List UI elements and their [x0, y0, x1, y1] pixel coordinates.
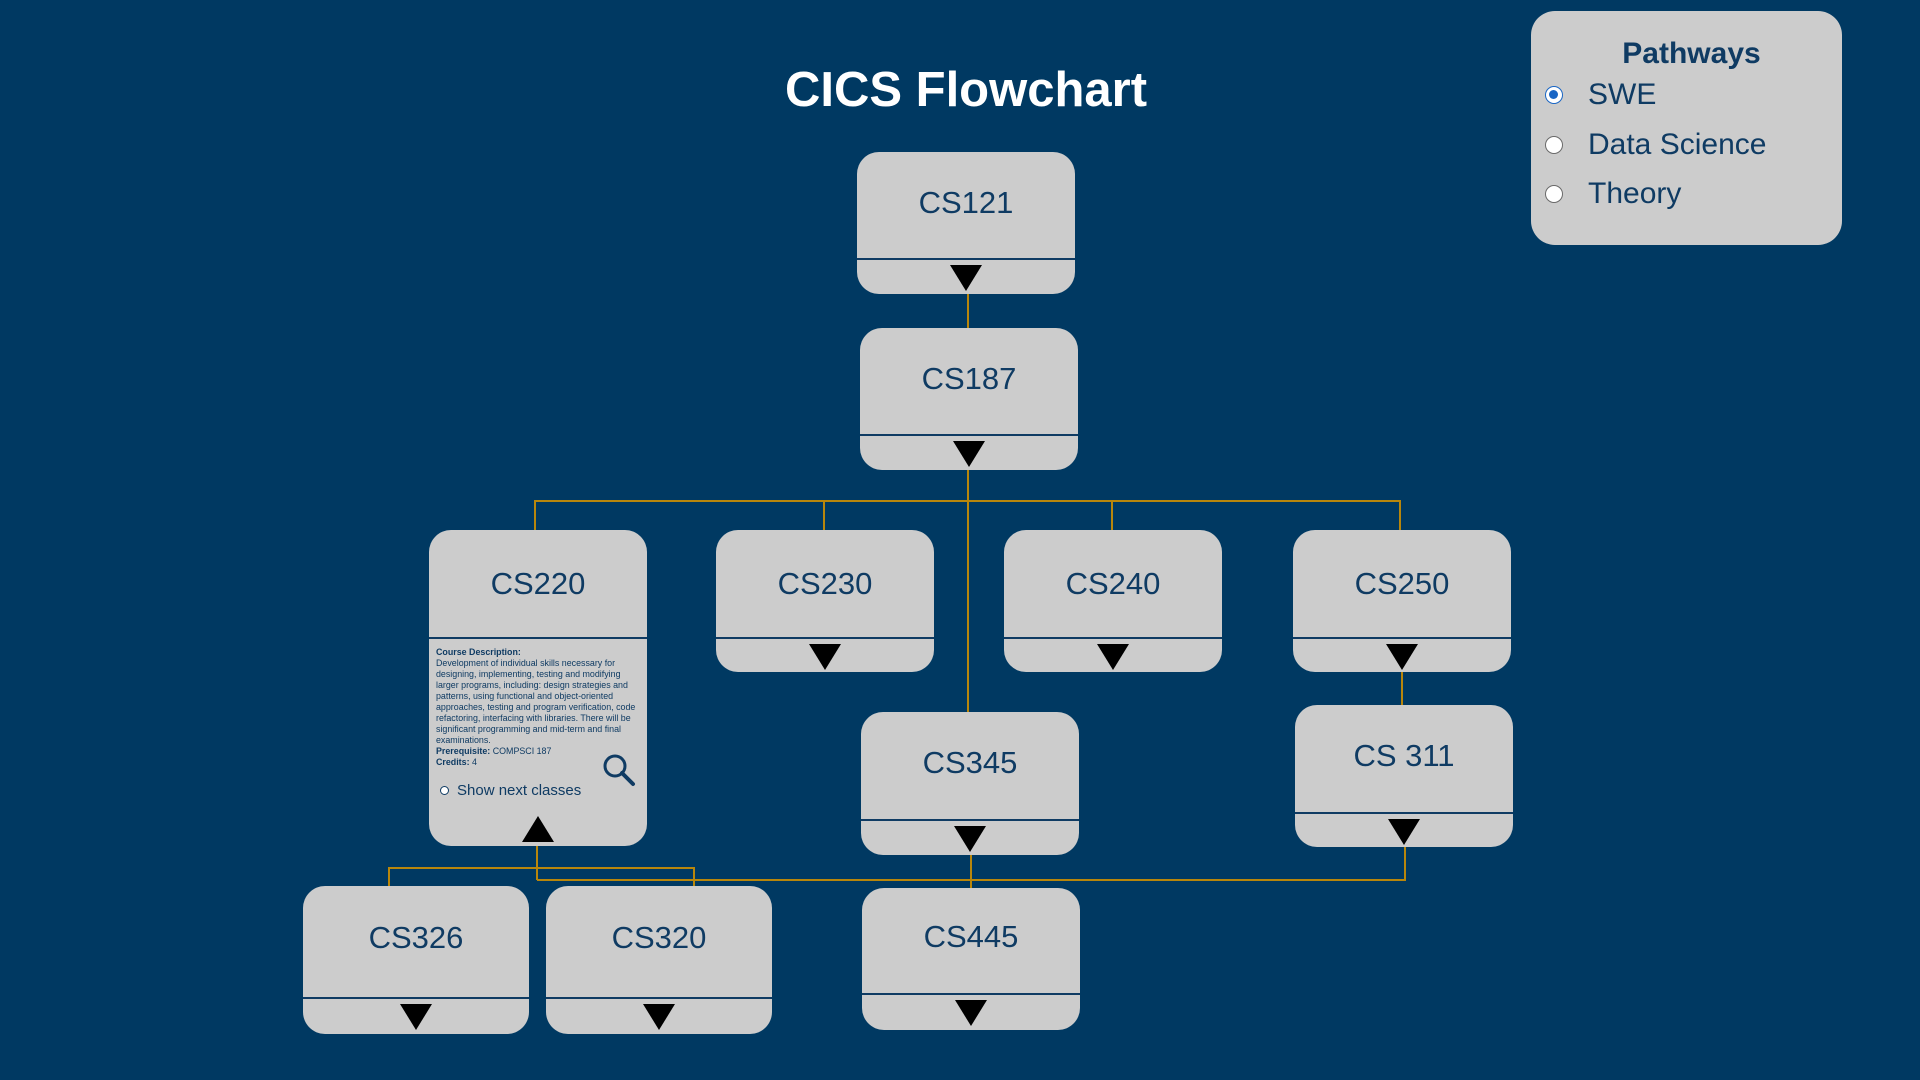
course-label: CS345: [922, 745, 1018, 780]
course-label: CS187: [921, 361, 1017, 396]
prerequisite-value: COMPSCI 187: [492, 746, 552, 756]
description-line: Development of individual skills necessa…: [436, 658, 616, 668]
description-line: approaches, testing and program verifica…: [436, 702, 636, 712]
course-card-cs121[interactable]: CS121: [857, 152, 1075, 294]
triangle-down-icon[interactable]: [954, 826, 986, 852]
course-card-cs187[interactable]: CS187: [860, 328, 1078, 470]
pathway-option-swe[interactable]: SWE: [1545, 78, 1656, 112]
description-line: examinations.: [436, 735, 491, 745]
description-line: larger programs, including: design strat…: [436, 680, 628, 690]
course-label: CS250: [1354, 566, 1450, 601]
card-divider: [303, 997, 529, 999]
description-heading: Course Description:: [436, 647, 521, 657]
triangle-down-icon[interactable]: [953, 441, 985, 467]
show-next-classes-option[interactable]: Show next classes: [440, 782, 581, 799]
course-label: CS326: [368, 920, 464, 955]
course-card-cs320[interactable]: CS320: [546, 886, 772, 1034]
card-divider: [716, 637, 934, 639]
course-card-cs445[interactable]: CS445: [862, 888, 1080, 1030]
description-line: significant programming and mid-term and…: [436, 724, 621, 734]
card-divider: [1293, 637, 1511, 639]
show-next-classes-label: Show next classes: [457, 782, 582, 799]
page-title: CICS Flowchart: [784, 63, 1148, 117]
prerequisite-label: Prerequisite:: [436, 746, 491, 756]
triangle-down-icon[interactable]: [1097, 644, 1129, 670]
triangle-down-icon[interactable]: [809, 644, 841, 670]
course-card-cs240[interactable]: CS240: [1004, 530, 1222, 672]
triangle-down-icon[interactable]: [950, 265, 982, 291]
card-divider: [857, 258, 1075, 260]
course-label: CS220: [490, 566, 586, 601]
pathway-label: Theory: [1588, 177, 1682, 210]
description-line: designing, implementing, testing and mod…: [436, 669, 621, 679]
pathways-panel: Pathways SWE Data Science Theory: [1531, 11, 1842, 245]
card-divider: [861, 819, 1079, 821]
card-divider: [1004, 637, 1222, 639]
triangle-down-icon[interactable]: [1386, 644, 1418, 670]
course-label: CS121: [918, 185, 1014, 220]
course-card-cs311[interactable]: CS 311: [1295, 705, 1513, 847]
course-label: CS320: [611, 920, 707, 955]
pathway-label: SWE: [1588, 78, 1657, 111]
pathway-label: Data Science: [1588, 128, 1767, 161]
show-next-classes-radio[interactable]: [440, 786, 449, 795]
triangle-down-icon[interactable]: [400, 1004, 432, 1030]
course-card-cs345[interactable]: CS345: [861, 712, 1079, 855]
course-card-cs250[interactable]: CS250: [1293, 530, 1511, 672]
triangle-down-icon[interactable]: [643, 1004, 675, 1030]
description-line: patterns, using functional and object-or…: [436, 691, 614, 701]
course-label: CS240: [1065, 566, 1161, 601]
pathway-option-theory[interactable]: Theory: [1545, 177, 1681, 211]
pathway-radio-theory[interactable]: [1545, 185, 1563, 203]
card-divider: [429, 637, 647, 639]
pathway-radio-data-science[interactable]: [1545, 136, 1563, 154]
course-card-cs230[interactable]: CS230: [716, 530, 934, 672]
pathway-radio-swe[interactable]: [1545, 86, 1563, 104]
triangle-down-icon[interactable]: [1388, 819, 1420, 845]
connector-cs187-branches: [534, 500, 1401, 530]
magnifier-icon[interactable]: [601, 752, 637, 788]
pathway-option-data-science[interactable]: Data Science: [1545, 128, 1766, 162]
credits-value: 4: [472, 757, 477, 767]
course-label: CS445: [923, 919, 1019, 954]
course-card-cs326[interactable]: CS326: [303, 886, 529, 1034]
course-description: Course Description: Development of indiv…: [436, 647, 641, 768]
course-card-cs220[interactable]: CS220 Course Description: Development of…: [429, 530, 647, 846]
triangle-down-icon[interactable]: [955, 1000, 987, 1026]
connector-cs220-children: [388, 867, 695, 886]
card-divider: [1295, 812, 1513, 814]
connector-to-cs445: [537, 847, 1406, 881]
card-divider: [860, 434, 1078, 436]
triangle-up-icon[interactable]: [522, 816, 554, 842]
card-divider: [546, 997, 772, 999]
description-line: refactoring, interfacing with libraries.…: [436, 713, 631, 723]
card-divider: [862, 993, 1080, 995]
course-label: CS230: [777, 566, 873, 601]
course-label: CS 311: [1353, 738, 1455, 773]
credits-label: Credits:: [436, 757, 470, 767]
pathways-title: Pathways: [1622, 37, 1761, 70]
